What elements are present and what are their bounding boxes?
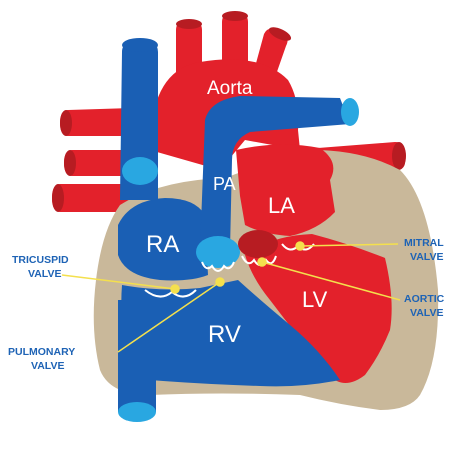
mitral-label-line1: MITRAL xyxy=(404,237,444,249)
pulmonary-artery xyxy=(200,96,350,250)
right-atrium xyxy=(118,198,208,281)
pa-label: PA xyxy=(213,174,236,194)
pa-branch-opening xyxy=(341,98,359,126)
left-ventricle xyxy=(245,234,392,384)
rv-label: RV xyxy=(208,321,241,348)
inferior-vena-cava xyxy=(118,300,156,412)
ivc-opening xyxy=(118,402,156,422)
left-atrium xyxy=(236,144,335,236)
aortic-label-line1: AORTIC xyxy=(404,293,445,305)
tricuspid-label-line1: TRICUSPID xyxy=(12,254,69,266)
right-ventricle xyxy=(121,280,340,387)
aortic-arch-branches xyxy=(176,11,292,87)
pulmonary-label-line1: PULMONARY xyxy=(8,346,75,358)
aortic-label-line2: VALVE xyxy=(410,307,443,319)
right-pulmonary-vessels xyxy=(52,108,132,212)
lv-label: LV xyxy=(302,287,328,312)
pulmonary-valve-leaflets xyxy=(201,261,235,272)
aortic-valve-ring xyxy=(238,230,278,258)
mitral-label-line2: VALVE xyxy=(410,251,443,263)
tricuspid-label-line2: VALVE xyxy=(28,268,61,280)
svc-opening xyxy=(122,38,158,52)
aorta-label: Aorta xyxy=(207,78,253,99)
svc-lumen xyxy=(122,157,158,185)
ra-label: RA xyxy=(146,231,179,258)
pulmonary-valve-ring xyxy=(196,236,240,268)
la-label: LA xyxy=(268,193,295,218)
pulmonary-label-line2: VALVE xyxy=(31,360,64,372)
pointer-lines xyxy=(61,241,401,353)
